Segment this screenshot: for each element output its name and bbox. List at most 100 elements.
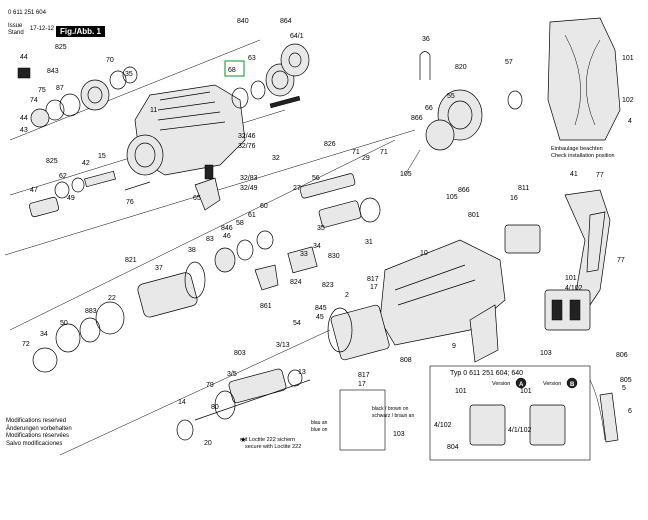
label-6: 6 — [628, 408, 632, 415]
label-37: 37 — [155, 265, 163, 272]
label-824: 824 — [290, 279, 302, 286]
label-58: 58 — [236, 220, 244, 227]
label-60: 60 — [260, 203, 268, 210]
label-34-mid: 34 — [313, 243, 321, 250]
armature-part-3 — [176, 368, 311, 441]
label-821: 821 — [125, 257, 137, 264]
motor-housing-part-1 — [379, 239, 506, 363]
label-61: 61 — [248, 212, 256, 219]
label-817-low: 817 — [358, 372, 370, 379]
stand-label: Stand — [8, 30, 24, 36]
label-34-left: 34 — [40, 331, 48, 338]
label-4-102-right: 4/102 — [565, 285, 583, 292]
label-803: 803 — [234, 350, 246, 357]
wiring-inset — [339, 389, 386, 451]
label-50: 50 — [60, 320, 68, 327]
selector-switch-65 — [194, 164, 221, 211]
label-45: 45 — [316, 314, 324, 321]
label-77-top: 77 — [596, 172, 604, 179]
label-823: 823 — [322, 282, 334, 289]
label-80: 80 — [211, 404, 219, 411]
label-63: 63 — [248, 55, 256, 62]
label-806: 806 — [616, 352, 628, 359]
label-62: 62 — [59, 173, 67, 180]
note-blau-an: blau an — [311, 420, 328, 426]
label-44-top: 44 — [20, 54, 28, 61]
label-41: 41 — [570, 171, 578, 178]
label-103-low: 103 — [393, 431, 405, 438]
label-3-5: 3/5 — [227, 371, 237, 378]
note-loctite-de: mit Loctite 222 sichern — [240, 437, 295, 443]
label-76-left: 76 — [126, 199, 134, 206]
star-icon: ★ — [240, 436, 246, 444]
label-38: 38 — [188, 247, 196, 254]
label-808: 808 — [400, 357, 412, 364]
intermediate-shaft-parts — [254, 173, 381, 291]
installation-inset — [547, 17, 621, 141]
label-35-mid: 35 — [317, 225, 325, 232]
label-9: 9 — [452, 343, 456, 350]
label-35: 35 — [125, 71, 133, 78]
note-check-position: Check installation position — [551, 153, 615, 159]
label-36: 36 — [422, 36, 430, 43]
label-103-right: 103 — [540, 350, 552, 357]
note-version-a: Version — [492, 381, 510, 387]
label-32: 32 — [272, 155, 280, 162]
label-46: 46 — [223, 233, 231, 240]
label-830: 830 — [328, 253, 340, 260]
doc-number: 0 611 251 604 — [8, 10, 46, 16]
issue-date: 17-12-12 — [30, 26, 55, 32]
note-typ: Typ 0 611 251 604; 640 — [450, 370, 523, 377]
highlight-box-68 — [224, 60, 245, 77]
label-866-top: 866 — [411, 115, 423, 122]
power-cord-part-6 — [589, 379, 619, 443]
label-825-mid: 825 — [46, 158, 58, 165]
label-101-top: 101 — [622, 55, 634, 62]
label-15: 15 — [98, 153, 106, 160]
label-49: 49 — [67, 195, 75, 202]
label-57: 57 — [505, 59, 513, 66]
label-864: 864 — [280, 18, 292, 25]
note-version-b: Version — [543, 381, 561, 387]
label-866-mid: 866 — [458, 187, 470, 194]
issue-label: Issue — [8, 23, 23, 29]
label-825-top: 825 — [55, 44, 67, 51]
label-56: 56 — [312, 175, 320, 182]
label-33: 33 — [300, 251, 308, 258]
note-schwarz-braun-an: schwarz / braun an — [372, 413, 414, 419]
label-32-46: 32/46 — [238, 133, 256, 140]
label-14: 14 — [178, 399, 186, 406]
note-black-brown-on: black / brown on — [372, 406, 409, 412]
label-817-mid: 817 — [367, 276, 379, 283]
piston-cylinder-parts — [32, 230, 274, 373]
label-68: 68 — [228, 67, 236, 74]
figure-label: Fig./Abb. 1 — [56, 26, 105, 37]
note-loctite-en: secure with Loctite 222 — [245, 444, 301, 450]
label-883: 883 — [85, 308, 97, 315]
motor-bearing-flange-820 — [404, 51, 523, 176]
label-70: 70 — [106, 57, 114, 64]
label-820: 820 — [455, 64, 467, 71]
label-101-va: 101 — [455, 388, 467, 395]
handle-part-41 — [564, 189, 611, 306]
footer-line-1: Modifications reserved — [6, 418, 67, 424]
label-845: 845 — [315, 305, 327, 312]
label-71b: 71 — [380, 149, 388, 156]
footer-line-2: Änderungen vorbehalten — [6, 425, 72, 432]
brush-holder-parts — [504, 224, 591, 331]
label-72: 72 — [22, 341, 30, 348]
gear-housing-part-11 — [126, 84, 246, 176]
label-64-1: 64/1 — [290, 33, 304, 40]
label-801: 801 — [468, 212, 480, 219]
label-105a: 105 — [400, 171, 412, 178]
label-101-vb: 101 — [520, 388, 532, 395]
label-4-102-va: 4/102 — [434, 422, 452, 429]
label-2: 2 — [345, 292, 349, 299]
label-65: 65 — [193, 195, 201, 202]
label-47: 47 — [30, 187, 38, 194]
label-32-76: 32/76 — [238, 143, 256, 150]
note-einbaulage: Einbaulage beachten — [551, 146, 603, 152]
version-a-badge: A — [519, 382, 524, 388]
label-843: 843 — [47, 68, 59, 75]
